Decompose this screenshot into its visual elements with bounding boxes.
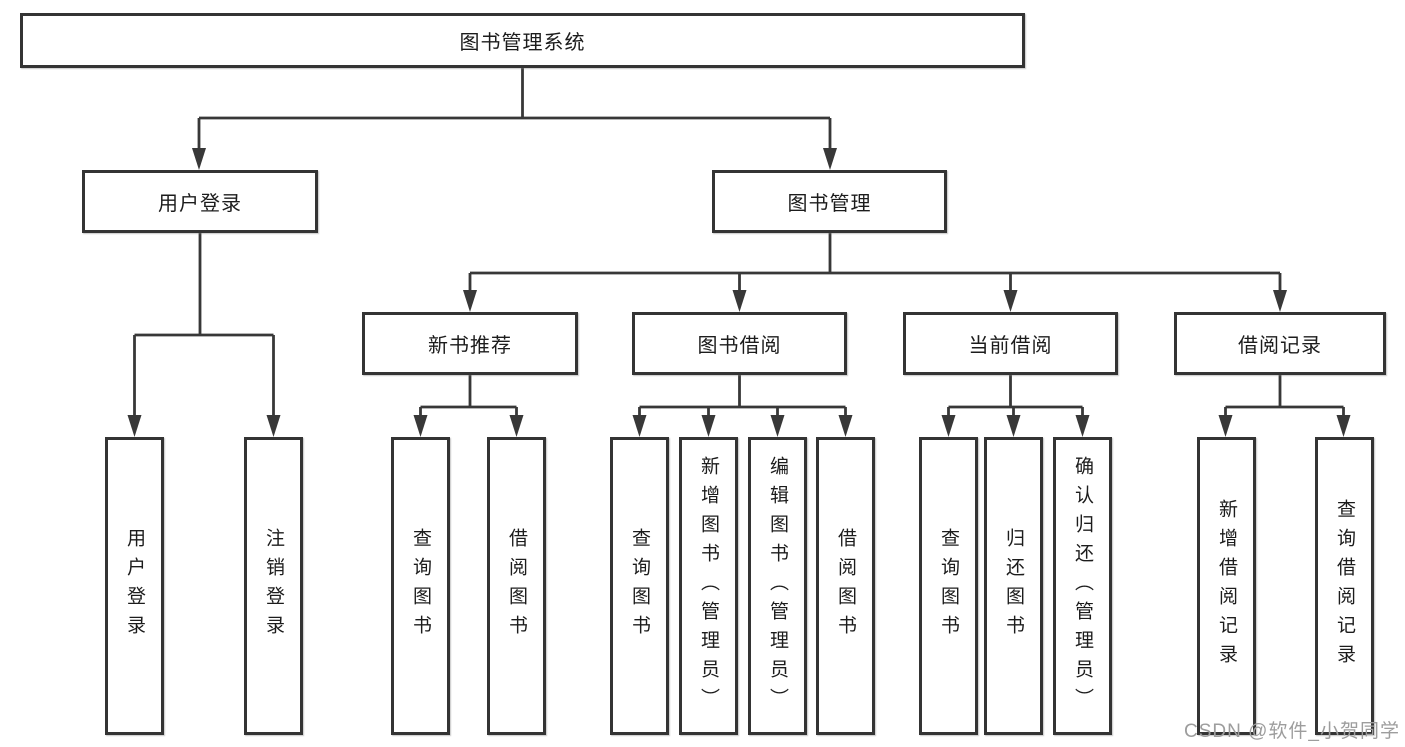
node-new-book-recommend: 新书推荐 (362, 312, 578, 375)
leaf-query-book-borrow: 查询图书 (610, 437, 669, 735)
leaf-query-borrow-record: 查询借阅记录 (1315, 437, 1374, 735)
node-user-login: 用户登录 (82, 170, 318, 233)
node-current-borrow: 当前借阅 (903, 312, 1118, 375)
connector-borrow-to-leaves (638, 375, 847, 419)
leaf-add-borrow-record: 新增借阅记录 (1197, 437, 1256, 735)
leaf-edit-book-admin: 编辑图书（管理员） (748, 437, 807, 735)
connector-newbook-to-leaves (419, 375, 518, 419)
leaf-return-book: 归还图书 (984, 437, 1043, 735)
node-book-borrow: 图书借阅 (632, 312, 847, 375)
node-borrow-records: 借阅记录 (1174, 312, 1386, 375)
leaf-query-book-recommend: 查询图书 (391, 437, 450, 735)
leaf-confirm-return-admin: 确认归还（管理员） (1053, 437, 1112, 735)
leaf-logout: 注销登录 (244, 437, 303, 735)
connector-login-to-leaves (133, 233, 275, 419)
leaf-add-book-admin: 新增图书（管理员） (679, 437, 738, 735)
leaf-borrow-book: 借阅图书 (816, 437, 875, 735)
leaf-borrow-book-recommend: 借阅图书 (487, 437, 546, 735)
connector-records-to-leaves (1224, 375, 1345, 419)
node-book-management: 图书管理 (712, 170, 947, 233)
csdn-watermark: CSDN @软件_小贺同学 (1184, 721, 1400, 742)
connector-root-to-level2 (197, 68, 832, 150)
arrowheads (127, 148, 1351, 437)
connector-current-to-leaves (947, 375, 1084, 419)
leaf-query-book-current: 查询图书 (919, 437, 978, 735)
connector-mgmt-to-level3 (468, 233, 1282, 294)
leaf-user-login: 用户登录 (105, 437, 164, 735)
node-library-management-system: 图书管理系统 (20, 13, 1025, 68)
